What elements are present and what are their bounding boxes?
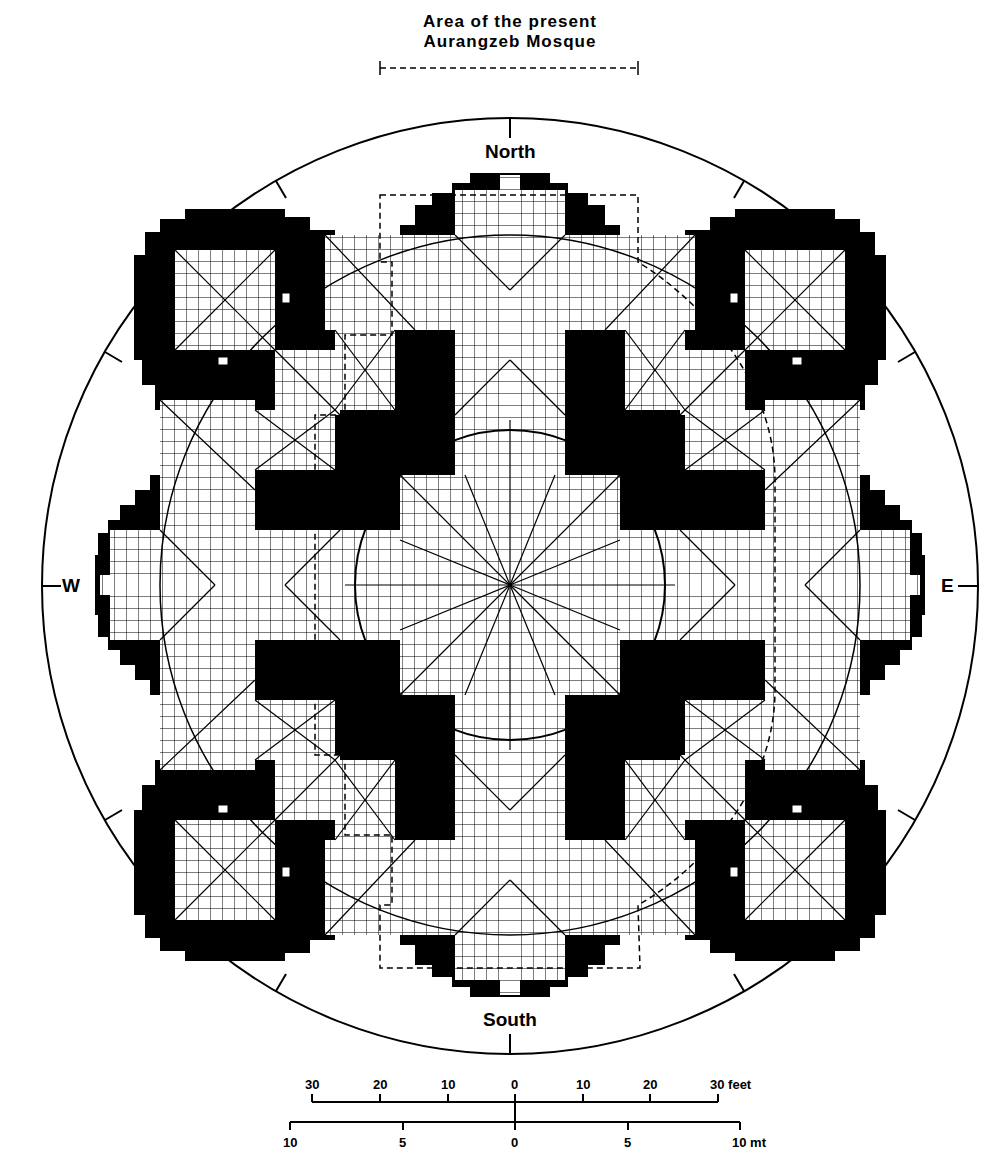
scale-number: 10 (282, 1135, 298, 1150)
compass-ticks (42, 118, 978, 1054)
scale-bar (290, 1094, 740, 1130)
area-label: Area of the present Aurangzeb Mosque (409, 12, 611, 51)
direction-label: North (484, 141, 537, 163)
mosque-bracket (380, 61, 638, 75)
direction-label: W (61, 575, 81, 597)
direction-label: E (940, 575, 955, 597)
radial-lines (345, 420, 675, 750)
compass-circle (42, 118, 978, 1054)
scale-number: 0 (510, 1077, 519, 1092)
scale-number: 30 (304, 1077, 320, 1092)
scale-number: 10 (440, 1077, 456, 1092)
direction-label: South (482, 1009, 538, 1031)
mosque-outline (315, 195, 775, 968)
scale-number: 30 feet (709, 1077, 752, 1092)
scale-number: 10 mt (731, 1135, 767, 1150)
scale-number: 20 (372, 1077, 388, 1092)
scale-number: 20 (642, 1077, 658, 1092)
scale-number: 10 (575, 1077, 591, 1092)
scale-number: 0 (510, 1135, 519, 1150)
scale-number: 5 (398, 1135, 407, 1150)
plan-quadrants (95, 173, 925, 997)
scale-number: 5 (623, 1135, 632, 1150)
